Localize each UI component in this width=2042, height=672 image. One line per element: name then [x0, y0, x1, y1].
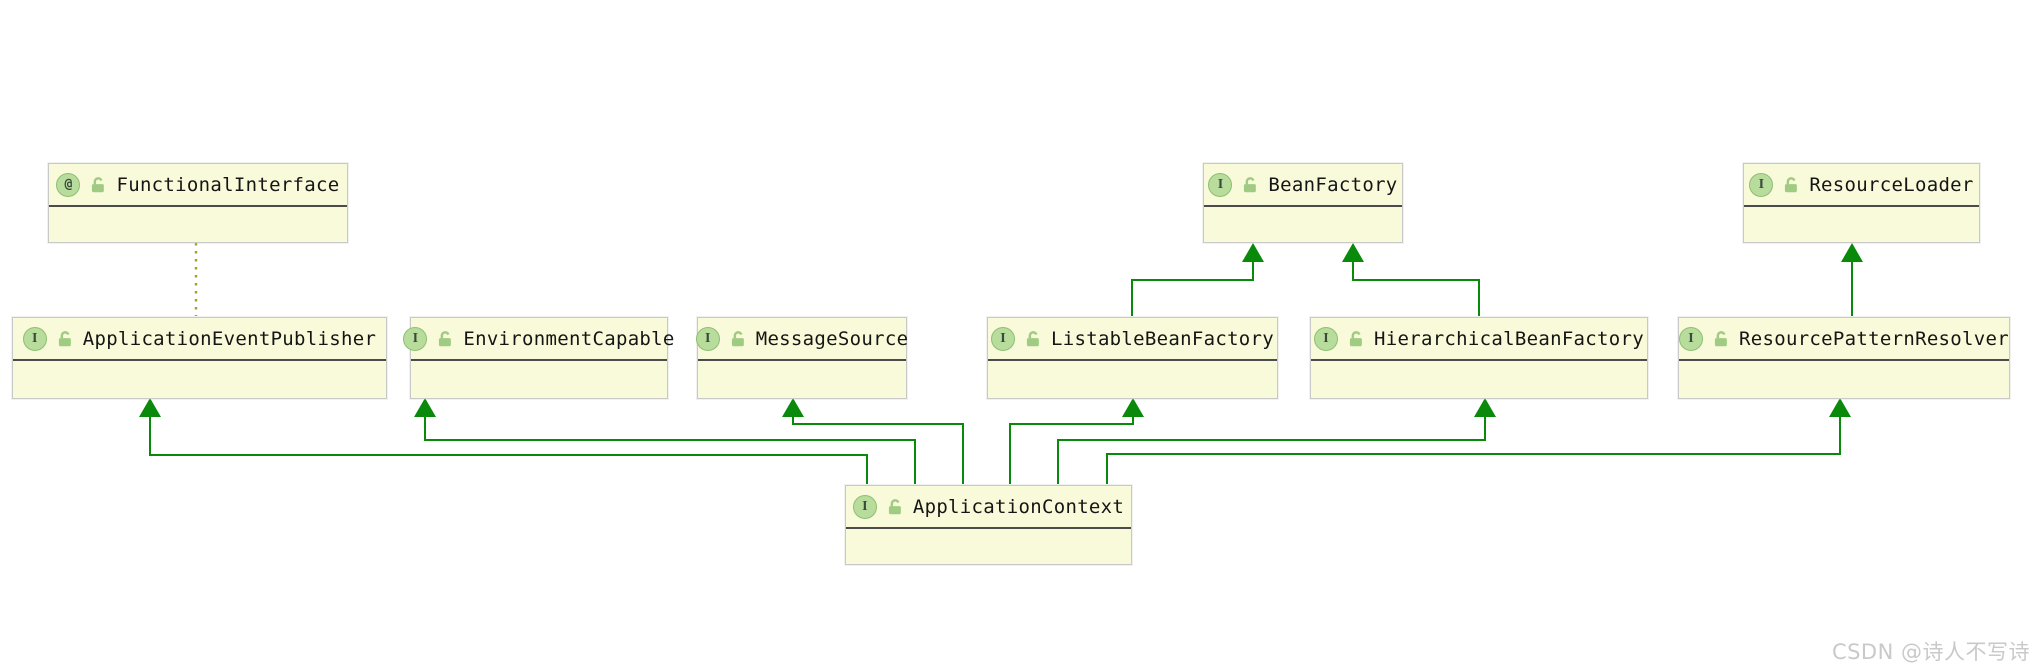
class-node-environmentcapable[interactable]: I EnvironmentCapable	[403, 317, 674, 399]
unlocked-icon	[58, 330, 71, 346]
unlocked-icon	[888, 498, 901, 514]
class-node-messagesource[interactable]: I MessageSource	[695, 317, 909, 399]
node-body	[1744, 207, 1979, 242]
unlocked-icon	[92, 176, 105, 192]
node-label: EnvironmentCapable	[463, 327, 675, 350]
node-body	[49, 207, 347, 242]
csdn-watermark: CSDN @诗人不写诗	[1831, 640, 2030, 664]
edge-applicationcontext-to-messagesource	[792, 416, 964, 484]
node-header: @ FunctionalInterface	[49, 164, 347, 207]
arrowhead-environmentcapable	[414, 398, 436, 417]
class-node-hierarchicalbeanfactory[interactable]: I HierarchicalBeanFactory	[1310, 317, 1648, 399]
unlocked-icon	[731, 330, 744, 346]
node-body	[846, 529, 1131, 564]
node-header: I EnvironmentCapable	[403, 318, 674, 361]
unlocked-icon	[439, 330, 452, 346]
arrowhead-hierarchicalbeanfactory	[1474, 398, 1496, 417]
arrowhead-beanfactory-left	[1242, 243, 1264, 262]
interface-icon: I	[990, 326, 1015, 351]
edge-applicationcontext-to-hierarchicalbeanfactory	[1057, 416, 1486, 484]
node-header: I ResourceLoader	[1744, 164, 1979, 207]
class-node-beanfactory[interactable]: I BeanFactory	[1203, 163, 1403, 243]
node-label: MessageSource	[755, 327, 909, 350]
class-node-resourcepatternresolver[interactable]: I ResourcePatternResolver	[1678, 317, 2010, 399]
node-body	[1311, 361, 1647, 398]
interface-icon: I	[852, 494, 877, 519]
class-node-listablebeanfactory[interactable]: I ListableBeanFactory	[987, 317, 1278, 399]
interface-icon: I	[403, 326, 428, 351]
node-label: ApplicationEventPublisher	[82, 327, 377, 350]
arrowhead-resourceloader	[1841, 243, 1863, 262]
unlocked-icon	[1244, 176, 1257, 192]
arrowhead-beanfactory-right	[1342, 243, 1364, 262]
class-node-applicationeventpublisher[interactable]: I ApplicationEventPublisher	[12, 317, 387, 399]
arrowhead-listablebeanfactory	[1122, 398, 1144, 417]
arrowhead-resourcepatternresolver	[1829, 398, 1851, 417]
interface-icon: I	[22, 326, 47, 351]
node-body	[988, 361, 1277, 398]
interface-icon: I	[1749, 172, 1774, 197]
node-label: HierarchicalBeanFactory	[1374, 327, 1644, 350]
node-label: BeanFactory	[1268, 173, 1398, 196]
interface-icon: I	[1314, 326, 1338, 351]
node-header: I HierarchicalBeanFactory	[1311, 318, 1647, 361]
node-header: I MessageSource	[695, 318, 909, 361]
unlocked-icon	[1349, 330, 1362, 346]
interface-icon: I	[695, 326, 720, 351]
node-header: I ApplicationContext	[846, 486, 1131, 529]
edge-listablebeanfactory-to-beanfactory	[1131, 261, 1254, 316]
class-node-resourceloader[interactable]: I ResourceLoader	[1743, 163, 1980, 243]
node-header: I ApplicationEventPublisher	[13, 318, 386, 361]
node-body	[1204, 207, 1402, 242]
interface-icon: I	[1679, 326, 1703, 351]
node-body	[411, 361, 667, 398]
edge-applicationcontext-to-environmentcapable	[424, 416, 916, 484]
arrowhead-applicationeventpublisher	[139, 398, 161, 417]
edge-applicationcontext-to-resourcepatternresolver	[1106, 416, 1841, 484]
edge-applicationcontext-to-listablebeanfactory	[1009, 416, 1134, 484]
node-body	[1679, 361, 2009, 398]
interface-icon: I	[1208, 172, 1233, 197]
edge-hierarchicalbeanfactory-to-beanfactory	[1352, 261, 1480, 316]
unlocked-icon	[1785, 176, 1798, 192]
class-node-applicationcontext[interactable]: I ApplicationContext	[845, 485, 1132, 565]
class-node-functionalinterface[interactable]: @ FunctionalInterface	[48, 163, 348, 243]
unlocked-icon	[1714, 330, 1727, 346]
node-label: FunctionalInterface	[116, 173, 340, 196]
node-header: I ListableBeanFactory	[988, 318, 1277, 361]
node-body	[698, 361, 906, 398]
unlocked-icon	[1026, 330, 1039, 346]
node-body	[13, 361, 386, 398]
node-label: ResourceLoader	[1809, 173, 1974, 196]
edge-applicationcontext-to-applicationeventpublisher	[149, 416, 868, 484]
node-label: ResourcePatternResolver	[1739, 327, 2009, 350]
node-header: I ResourcePatternResolver	[1679, 318, 2009, 361]
node-header: I BeanFactory	[1204, 164, 1402, 207]
annotation-icon: @	[56, 172, 81, 197]
arrowhead-messagesource	[782, 398, 804, 417]
node-label: ListableBeanFactory	[1050, 327, 1275, 350]
node-label: ApplicationContext	[912, 495, 1125, 518]
